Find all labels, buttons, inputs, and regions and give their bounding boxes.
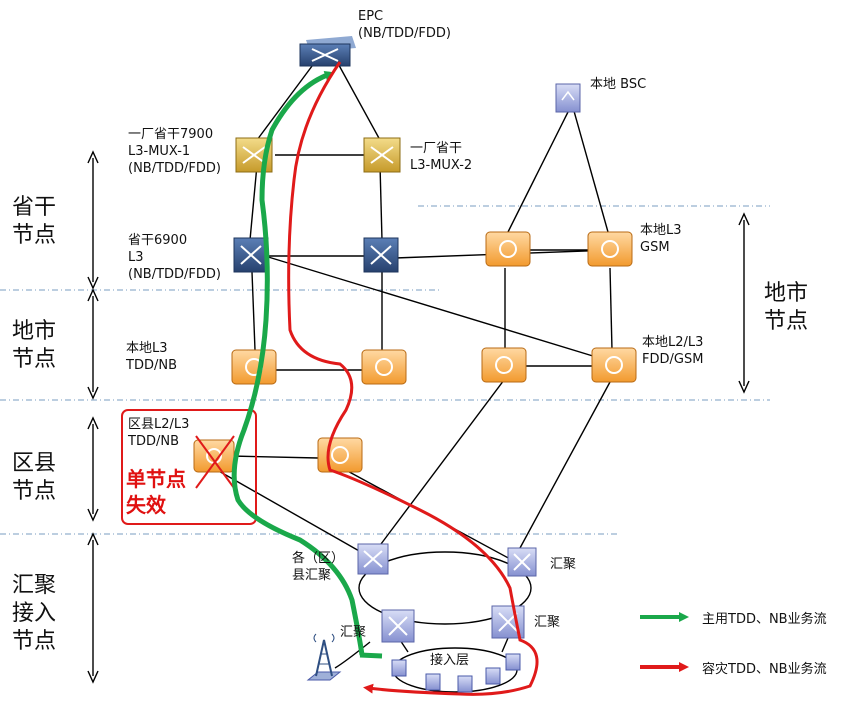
mux2-switch-icon	[363, 137, 401, 173]
county-label: 区县L2/L3 TDD/NB	[128, 417, 190, 449]
layer-arrows	[87, 150, 750, 684]
router-l3gsm-right-icon	[587, 231, 633, 267]
access-devices	[391, 653, 521, 693]
failure-box	[121, 409, 257, 525]
access-device-icon	[485, 667, 501, 685]
bsc-icon	[555, 83, 581, 113]
layer-dividers	[0, 205, 770, 535]
prov6900-switch-right-icon	[363, 237, 399, 273]
router-fddgsm-left-icon	[481, 347, 527, 383]
city-layer-label: 地市 节点	[12, 319, 57, 372]
aggregation-ring	[358, 551, 532, 625]
city-right-layer-label: 地市 节点	[764, 281, 809, 334]
province-layer-label: 省干 节点	[12, 195, 57, 248]
l2l3fddgsm-label: 本地L2/L3 FDD/GSM	[642, 335, 704, 367]
router-tddnb-right-icon	[361, 349, 407, 385]
access-device-icon	[505, 653, 521, 671]
agg-right2-label: 汇聚	[534, 615, 561, 630]
prov6900-switch-left-icon	[233, 237, 269, 273]
agg-left2-icon	[381, 609, 415, 643]
mux2-label: 一厂省干 L3-MUX-2	[410, 141, 473, 173]
legend-primary-label: 主用TDD、NB业务流	[702, 612, 827, 627]
bsc-label: 本地 BSC	[590, 77, 647, 92]
agg-right1-label: 汇聚	[550, 557, 577, 572]
router-tddnb-left-icon	[231, 349, 277, 385]
agg-left2-label: 汇聚	[340, 625, 367, 640]
access-device-icon	[391, 659, 407, 677]
county-layer-label: 区县 节点	[12, 451, 57, 504]
failure-label: 单节点 失效	[126, 467, 186, 517]
legend-backup-label: 容灾TDD、NB业务流	[702, 662, 827, 677]
prov6900-label: 省干6900 L3 (NB/TDD/FDD)	[128, 233, 222, 282]
access-layer-side-label: 汇聚 接入 节点	[12, 573, 57, 654]
devices	[193, 36, 637, 693]
l3gsm-label: 本地L3 GSM	[640, 223, 682, 255]
epc-label: EPC (NB/TDD/FDD)	[358, 9, 452, 41]
access-device-icon	[425, 673, 441, 691]
base-station-tower-icon	[306, 633, 342, 681]
mux1-label: 一厂省干7900 L3-MUX-1 (NB/TDD/FDD)	[128, 127, 222, 176]
router-fddgsm-right-icon	[591, 347, 637, 383]
primary-flow-path	[231, 70, 365, 656]
agg-county-label: 各（区） 县汇聚	[292, 551, 345, 583]
router-county-right-icon	[317, 437, 363, 473]
router-l3gsm-left-icon	[485, 231, 531, 267]
failure-cross-icon	[195, 435, 235, 489]
backup-flow-path	[287, 61, 539, 696]
access-layer-label: 接入层	[430, 653, 470, 668]
access-device-icon	[457, 675, 473, 693]
agg-right1-icon	[507, 547, 537, 577]
agg-county-icon	[357, 543, 389, 575]
epc-switch-icon	[299, 36, 356, 67]
l3tddnb-label: 本地L3 TDD/NB	[126, 341, 177, 373]
